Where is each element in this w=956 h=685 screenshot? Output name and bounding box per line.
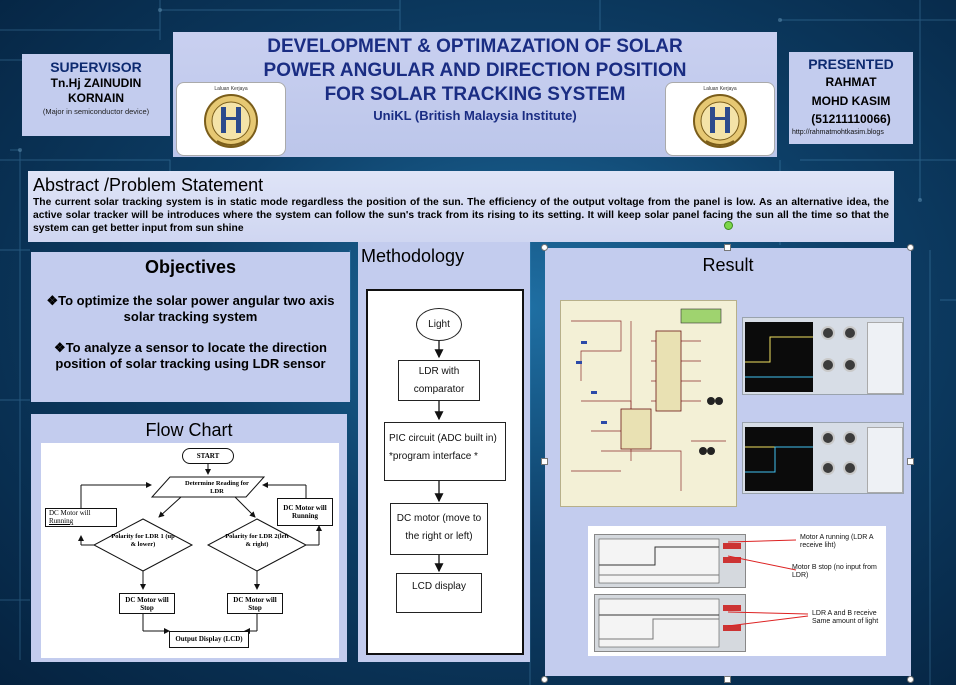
presenter-id: (51211110066) xyxy=(811,112,891,126)
unikl-logo-left-text: Laluan Kerjaya xyxy=(214,86,248,92)
waveform-2-trace xyxy=(598,598,741,648)
methodology-step-ldr: LDR with comparator xyxy=(398,360,480,401)
selection-handle[interactable] xyxy=(907,244,914,251)
diamond-bullet-icon: ❖ xyxy=(46,293,59,308)
methodology-arrows xyxy=(434,341,444,573)
annotation-motor-b: Motor B stop (no input from LDR) xyxy=(792,564,877,579)
knob-icon xyxy=(821,358,835,372)
objectives-box: Objectives ❖To optimize the solar power … xyxy=(31,252,350,402)
schematic-drawing xyxy=(571,308,726,491)
flowchart-canvas: START Determine Reading for LDR Polarity… xyxy=(41,443,339,658)
flowchart-polarity-1: Polarity for LDR 1 (up & lower) xyxy=(111,533,175,548)
supervisor-box: SUPERVISOR Tn.Hj ZAINUDIN KORNAIN (Major… xyxy=(22,54,170,136)
flowchart-motor-running-left-word: Running xyxy=(49,517,74,525)
unikl-logo-left: Laluan Kerjaya xyxy=(176,82,286,156)
waveform-capture-2 xyxy=(594,594,746,652)
oscilloscope-1-panel xyxy=(867,322,903,394)
presenter-name-line2: MOHD KASIM xyxy=(811,94,891,108)
annotation-arrows xyxy=(727,539,809,627)
knob-icon xyxy=(843,431,857,445)
knob-icon xyxy=(821,326,835,340)
title-box: DEVELOPMENT & OPTIMAZATION OF SOLAR POWE… xyxy=(173,32,777,157)
selection-handle[interactable] xyxy=(541,244,548,251)
knob-icon xyxy=(821,461,835,475)
selection-handle[interactable] xyxy=(541,458,548,465)
flowchart-motor-running-left: DC Motor will Running xyxy=(45,508,117,527)
oscilloscope-image-2 xyxy=(742,422,904,494)
knob-icon xyxy=(843,326,857,340)
objective-item-2-text: To analyze a sensor to locate the direct… xyxy=(55,340,327,371)
methodology-box: Methodology Light LDR with comparator PI… xyxy=(358,242,530,662)
selection-handle[interactable] xyxy=(907,676,914,683)
objective-item-1: ❖To optimize the solar power angular two… xyxy=(35,293,346,325)
flowchart-box: Flow Chart START Det xyxy=(31,414,347,662)
flowchart-motor-running-left-prefix: DC Motor will xyxy=(49,509,91,517)
oscilloscope-1-screen xyxy=(745,322,813,392)
flowchart-motor-stop-right: DC Motor will Stop xyxy=(227,593,283,614)
supervisor-name-line2: KORNAIN xyxy=(68,91,124,105)
flowchart-heading: Flow Chart xyxy=(145,420,233,440)
title-line1: DEVELOPMENT & OPTIMAZATION OF SOLAR xyxy=(267,36,683,57)
objective-item-1-text: To optimize the solar power angular two … xyxy=(58,293,335,324)
result-heading: Result xyxy=(702,255,754,275)
flowchart-polarity-2: Polarity for LDR 2(left & right) xyxy=(225,533,289,548)
flowchart-determine: Determine Reading for LDR xyxy=(185,480,249,495)
flowchart-output: Output Display (LCD) xyxy=(169,631,249,648)
selection-handle[interactable] xyxy=(541,676,548,683)
oscilloscope-1-trace xyxy=(745,336,813,378)
waveform-capture-1 xyxy=(594,534,746,588)
oscilloscope-2-trace xyxy=(745,446,813,473)
unikl-logo-right-emblem xyxy=(693,94,747,148)
rotation-handle[interactable] xyxy=(724,221,733,230)
selection-handle[interactable] xyxy=(724,244,731,251)
waveform-1-trace xyxy=(598,538,741,584)
supervisor-note: (Major in semiconductor device) xyxy=(42,107,150,116)
circuit-schematic-image xyxy=(560,300,737,507)
annotation-ldr-ab: LDR A and B receive Same amount of light xyxy=(812,610,879,625)
unikl-logo-right: Laluan Kerjaya xyxy=(665,82,775,156)
knob-icon xyxy=(843,358,857,372)
objective-item-2: ❖To analyze a sensor to locate the direc… xyxy=(33,340,348,372)
presenter-box: PRESENTED RAHMAT MOHD KASIM (51211110066… xyxy=(789,52,913,144)
supervisor-name-line1: Tn.Hj ZAINUDIN xyxy=(50,76,142,90)
flowchart-motor-running-right: DC Motor will Running xyxy=(277,498,333,526)
objectives-heading: Objectives xyxy=(144,257,237,277)
oscilloscope-2-panel xyxy=(867,427,903,493)
oscilloscope-image-1 xyxy=(742,317,904,395)
annotated-waveform-image: Motor A running (LDR A receive liht) Mot… xyxy=(588,526,886,656)
flowchart-start-label: START xyxy=(196,452,220,460)
methodology-canvas: Light LDR with comparator PIC circuit (A… xyxy=(366,289,524,655)
abstract-heading: Abstract /Problem Statement xyxy=(33,175,264,195)
unikl-logo-left-emblem xyxy=(204,94,258,148)
institute-name: UniKL (British Malaysia Institute) xyxy=(373,108,577,123)
methodology-step-light: Light xyxy=(416,308,462,341)
flowchart-connectors xyxy=(78,464,322,634)
methodology-step-pic: PIC circuit (ADC built in) *program inte… xyxy=(384,422,506,481)
unikl-logo-right-text: Laluan Kerjaya xyxy=(703,86,737,92)
abstract-box: Abstract /Problem Statement The current … xyxy=(28,171,894,242)
presenter-url[interactable]: http://rahmatmohtkasim.blogs xyxy=(792,129,884,136)
flowchart-motor-stop-left: DC Motor will Stop xyxy=(119,593,175,614)
presenter-heading: PRESENTED xyxy=(808,56,894,72)
methodology-step-motor: DC motor (move to the right or left) xyxy=(390,503,488,555)
methodology-heading: Methodology xyxy=(361,246,465,266)
abstract-body: The current solar tracking system is in … xyxy=(33,197,889,234)
knob-icon xyxy=(821,431,835,445)
presenter-name-line1: RAHMAT xyxy=(825,75,877,89)
flowchart-start: START xyxy=(182,448,234,464)
result-box: Result xyxy=(545,248,911,676)
annotation-motor-a: Motor A running (LDR A receive liht) xyxy=(800,534,874,549)
knob-icon xyxy=(843,461,857,475)
selection-handle[interactable] xyxy=(724,676,731,683)
title-line3: FOR SOLAR TRACKING SYSTEM xyxy=(324,84,626,105)
methodology-step-lcd: LCD display xyxy=(396,573,482,613)
title-line2: POWER ANGULAR AND DIRECTION POSITION xyxy=(263,60,687,81)
diamond-bullet-icon: ❖ xyxy=(54,340,66,355)
supervisor-heading: SUPERVISOR xyxy=(50,59,142,75)
selection-handle[interactable] xyxy=(907,458,914,465)
oscilloscope-2-screen xyxy=(745,427,813,491)
